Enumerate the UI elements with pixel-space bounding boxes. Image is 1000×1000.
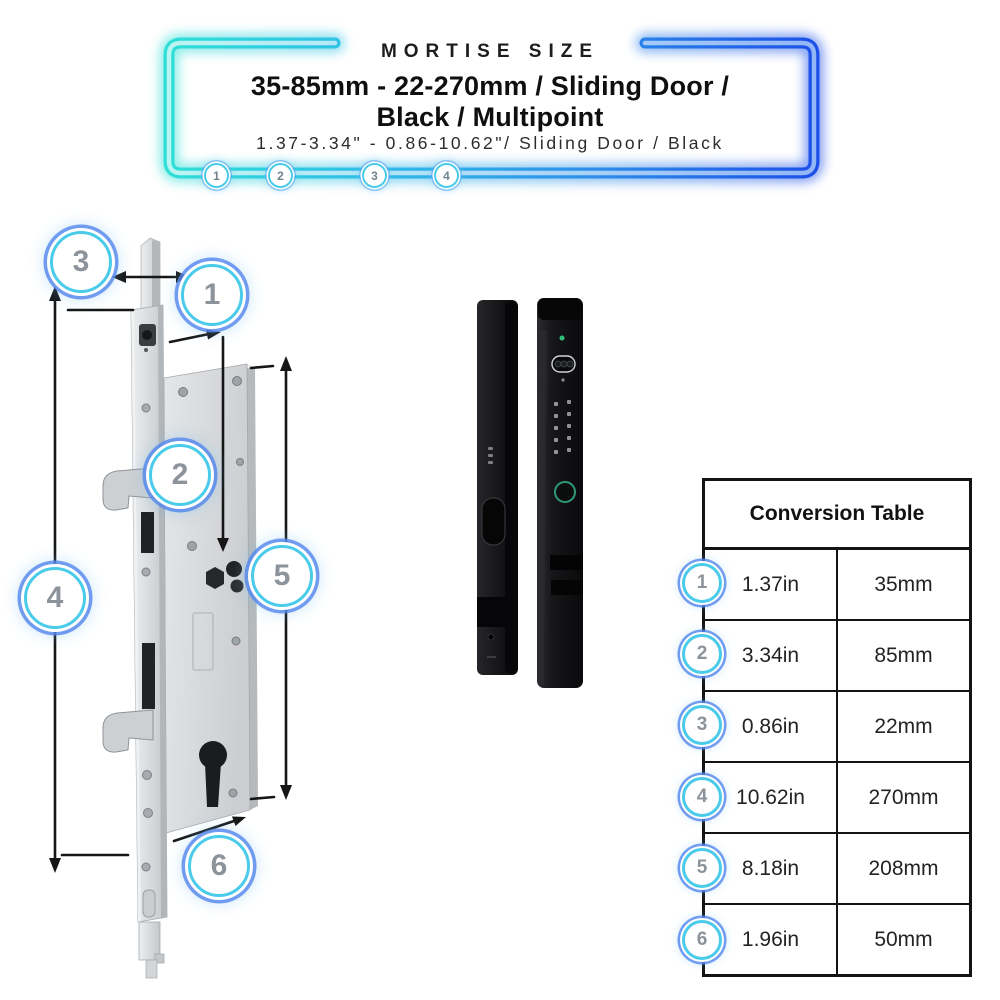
battery-cover — [477, 597, 505, 627]
bottom-slot — [142, 889, 156, 918]
header-subtitle: 1.37-3.34" - 0.86-10.62"/ Sliding Door /… — [256, 133, 724, 153]
faceplate-screws — [141, 403, 153, 872]
table-row: 1.96in 50mm — [705, 905, 969, 974]
table-badge-5: 5 — [682, 848, 722, 888]
interior-indicator-lights — [488, 447, 493, 464]
mm-value: 208mm — [868, 856, 939, 880]
bottom-shootbolt — [138, 921, 165, 979]
cylinder-keyhole — [199, 741, 227, 807]
mm-value: 22mm — [874, 714, 933, 738]
table-badge-4: 4 — [682, 777, 722, 817]
interior-handle-panel — [477, 300, 518, 675]
camera-cap — [538, 298, 582, 320]
inches-value: 10.62in — [705, 763, 838, 832]
step-badge-2: 2 — [268, 163, 293, 188]
header-eyebrow: MORTISE SIZE — [380, 41, 600, 62]
matte-band-2 — [551, 580, 583, 595]
mm-value: 270mm — [868, 785, 939, 809]
table-badge-6: 6 — [682, 920, 722, 960]
table-badge-3: 3 — [682, 705, 722, 745]
mm-value: 85mm — [874, 643, 933, 667]
neon-frame-core — [166, 40, 817, 176]
status-led — [559, 335, 565, 341]
spindle-hub — [206, 561, 244, 593]
step-badge-4: 4 — [434, 163, 459, 188]
hook-bolts — [102, 467, 154, 753]
table-row: 8.18in 208mm — [705, 834, 969, 905]
inches-value: 8.18in — [705, 834, 838, 903]
hook-slot-upper — [141, 512, 154, 553]
gloss-streak — [539, 330, 547, 685]
camera-module — [551, 355, 576, 373]
neon-frame — [159, 33, 824, 183]
callout-3: 3 — [50, 231, 112, 293]
table-row: 3.34in 85mm — [705, 621, 969, 692]
mm-value: 35mm — [874, 572, 933, 596]
inches-value: 3.34in — [705, 621, 838, 690]
handle-grip-recess — [481, 497, 506, 546]
top-shootbolt — [140, 237, 161, 311]
case-screws — [178, 376, 244, 798]
hook-slot-lower — [142, 643, 155, 709]
step-badge-3: 3 — [362, 163, 387, 188]
table-row: 10.62in 270mm — [705, 763, 969, 834]
table-row: 1.37in 35mm — [705, 550, 969, 621]
lock-body — [163, 363, 258, 834]
top-cam — [139, 324, 156, 352]
table-badge-1: 1 — [682, 563, 722, 603]
callout-1: 1 — [181, 264, 243, 326]
header-title-line2: Black / Multipoint — [376, 102, 604, 132]
gearbox-panel — [192, 612, 214, 671]
callout-5: 5 — [251, 545, 313, 607]
bottom-seam — [487, 656, 496, 658]
exterior-handle-panel — [537, 298, 583, 688]
callout-6: 6 — [188, 835, 250, 897]
header-title-line1: 35-85mm - 22-270mm / Sliding Door / — [250, 71, 730, 101]
inches-value: 0.86in — [705, 692, 838, 761]
mm-value: 50mm — [874, 927, 933, 951]
table-row: 0.86in 22mm — [705, 692, 969, 763]
conversion-table-title: Conversion Table — [705, 481, 969, 550]
callout-2: 2 — [149, 444, 211, 506]
step-badge-1: 1 — [204, 163, 229, 188]
inches-value: 1.37in — [705, 550, 838, 619]
matte-band-1 — [550, 555, 583, 570]
doorbell-dot — [561, 378, 565, 382]
callout-4: 4 — [24, 567, 86, 629]
conversion-table: Conversion Table 1.37in 35mm 3.34in 85mm… — [702, 478, 972, 977]
mechanical-keyhole — [487, 633, 495, 641]
table-badge-2: 2 — [682, 634, 722, 674]
inches-value: 1.96in — [705, 905, 838, 974]
fingerprint-ring — [554, 481, 576, 503]
keypad-digits — [554, 400, 571, 454]
smart-lock-handles — [477, 298, 583, 688]
faceplate — [130, 237, 168, 979]
